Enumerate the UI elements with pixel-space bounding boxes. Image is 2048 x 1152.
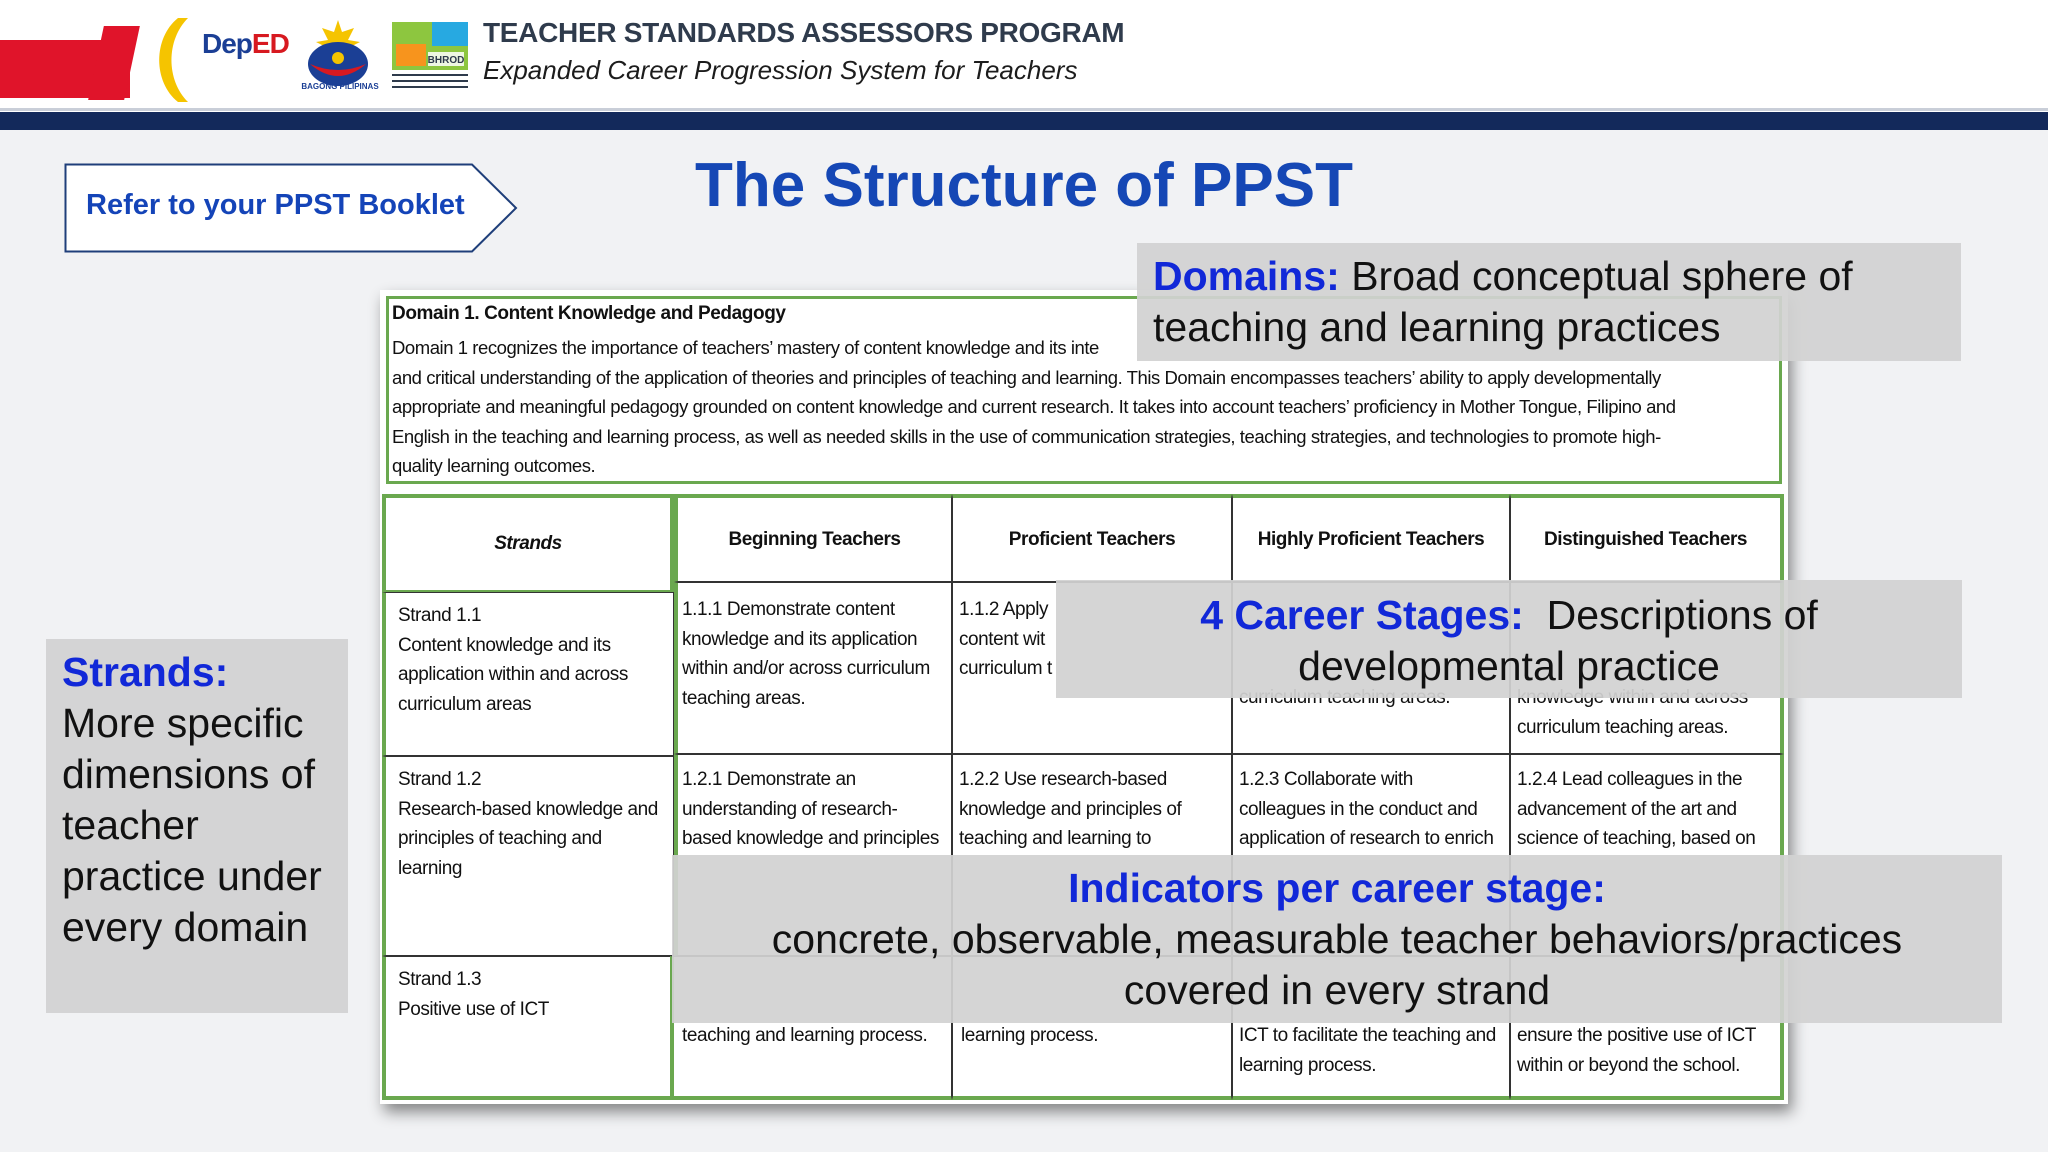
bhrod-logo: BHROD [392,22,468,88]
indicator-line: ICT to facilitate the teaching and [1239,1025,1496,1046]
strand-line: Content knowledge and its [398,634,611,656]
header-beginning: Beginning Teachers [674,494,952,582]
header-distinguished: Distinguished Teachers [1510,494,1784,582]
svg-text:BHROD: BHROD [428,55,465,66]
strand-line: Strand 1.1 [398,605,482,626]
indicator-line: science of teaching, based on [1517,828,1756,849]
indicator-line: curriculum t [959,658,1052,679]
indicator-line: curriculum teaching areas. [1517,716,1729,738]
callout-indicators-line2: covered in every strand [1123,967,1551,1013]
callout-indicators-line1: concrete, observable, measurable teacher… [771,916,1903,962]
indicator-line: colleagues in the conduct and [1239,798,1478,820]
callout-domains-text: Broad conceptual sphere of teaching and … [1153,253,1853,350]
strand-line: learning [398,857,463,879]
indicator-line: ensure the positive use of ICT [1517,1025,1756,1046]
callout-career-stages: 4 Career Stages: Descriptions of develop… [1056,580,1962,698]
callout-indicators: Indicators per career stage: concrete, o… [672,855,2002,1023]
strand-line: principles of teaching and [398,828,602,849]
refer-arrow-box [64,163,518,253]
header-strands: Strands [382,494,674,594]
indicator-line: teaching areas. [682,687,806,709]
refer-booklet-label: Refer to your PPST Booklet [86,189,465,221]
navy-band [0,112,2048,130]
indicator-line: knowledge and principles of [959,798,1182,820]
callout-domains-label: Domains: [1153,253,1340,299]
indicator-cell: 1.1.1 Demonstrate content knowledge and … [674,582,952,754]
header-highly-proficient: Highly Proficient Teachers [1232,494,1510,582]
callout-career-text: Descriptions of developmental practice [1298,592,1830,689]
indicator-line: based knowledge and principles [682,828,939,849]
program-title: TEACHER STANDARDS ASSESSORS PROGRAM [483,17,1125,48]
domain-desc-line: quality learning outcomes. [392,455,596,476]
bagong-pilipinas-text: BAGONG PILIPINAS [301,82,379,91]
indicator-line: understanding of research- [682,798,898,820]
indicator-line: 1.1.2 Apply [959,599,1049,620]
domain-desc-line: English in the teaching and learning pro… [392,425,1661,447]
callout-domains: Domains: Broad conceptual sphere of teac… [1137,243,1961,361]
domain-desc-line: Domain 1 recognizes the importance of te… [392,337,1099,358]
program-subtitle: Expanded Career Progression System for T… [483,55,1078,85]
domain-description: Domain 1 recognizes the importance of te… [392,333,1772,481]
indicator-line: teaching and learning process. [682,1025,928,1046]
callout-strands: Strands: More specific dimensions of tea… [46,639,348,1013]
strand-cell: Strand 1.1 Content knowledge and its app… [382,592,674,756]
callout-strands-text: More specific dimensions of teacher prac… [62,700,322,950]
indicator-line: advancement of the art and [1517,798,1737,820]
slide-title: The Structure of PPST [695,151,1353,220]
bagong-pilipinas-logo [308,20,368,86]
indicator-line: 1.1.1 Demonstrate content [682,599,895,620]
deped-logo: DepED [202,28,290,59]
strand-cell: Strand 1.2 Research-based knowledge and … [382,756,674,956]
indicator-line: 1.2.4 Lead colleagues in the [1517,769,1743,790]
domain-desc-line: appropriate and meaningful pedagogy grou… [392,396,1676,417]
indicator-line: within or beyond the school. [1517,1054,1740,1076]
indicator-line: content wit [959,628,1045,650]
flag-stripe-yellow [159,18,188,102]
indicator-line: 1.2.2 Use research-based [959,769,1167,790]
strand-line: Strand 1.2 [398,769,482,790]
strand-line: Research-based knowledge and [398,798,658,820]
strand-line: Strand 1.3 [398,969,482,990]
strand-line: application within and across [398,664,628,685]
strand-line: curriculum areas [398,693,532,715]
callout-career-label: 4 Career Stages: [1200,592,1524,638]
header-divider [0,108,2048,111]
domain-desc-line: and critical understanding of the applic… [392,366,1661,388]
indicator-line: knowledge and its application [682,628,918,650]
indicator-line: learning process. [961,1025,1099,1046]
callout-strands-label: Strands: [62,649,229,695]
indicator-line: teaching and learning to [959,828,1152,849]
indicator-line: application of research to enrich [1239,828,1494,849]
indicator-line: learning process. [1239,1054,1377,1076]
indicator-line: 1.2.3 Collaborate with [1239,769,1413,790]
strand-cell: Strand 1.3 Positive use of ICT [382,956,674,1100]
header-proficient: Proficient Teachers [952,494,1232,582]
indicator-line: 1.2.1 Demonstrate an [682,769,856,790]
domain-title: Domain 1. Content Knowledge and Pedagogy [392,303,786,324]
strand-line: Positive use of ICT [398,998,549,1020]
callout-indicators-label: Indicators per career stage: [1068,865,1606,911]
indicator-line: within and/or across curriculum [682,658,930,679]
